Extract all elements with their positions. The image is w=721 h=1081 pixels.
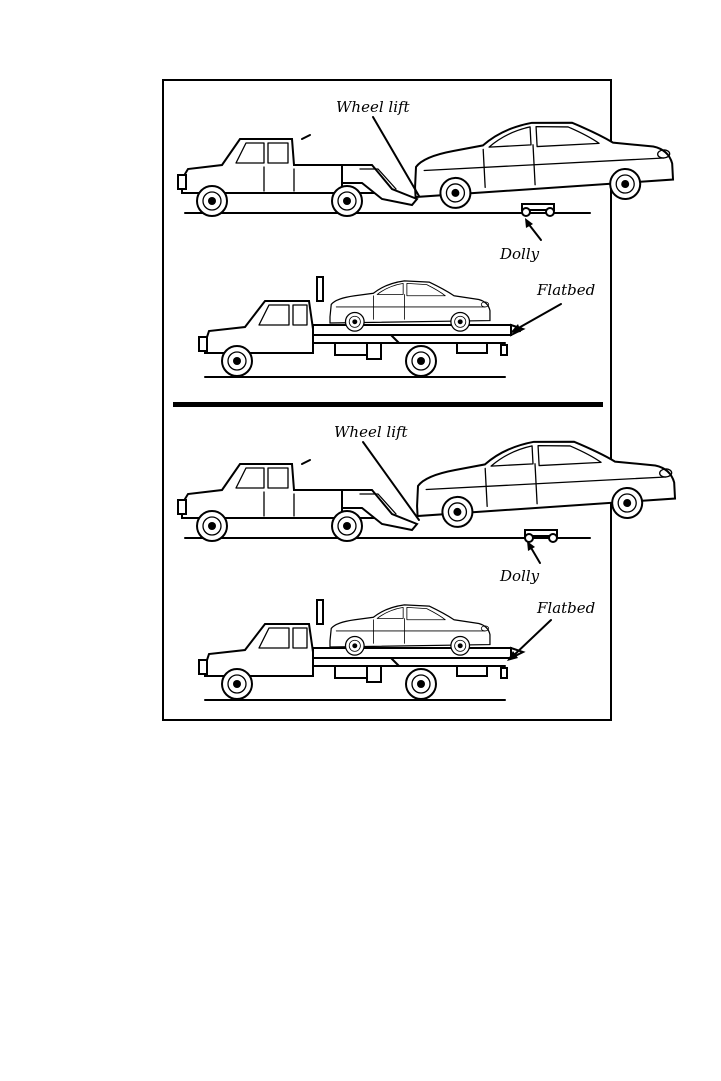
dolly-label: Dolly <box>499 567 540 585</box>
wheel-lift-truck <box>178 460 417 541</box>
panel-top: Wheel lift Dolly Flatbed <box>178 98 674 377</box>
wheel-lift-label: Wheel lift <box>334 423 409 441</box>
dolly-label: Dolly <box>499 245 540 263</box>
flatbed-label: Flatbed <box>536 281 595 299</box>
flatbed-pointer <box>512 620 551 657</box>
dolly-icon <box>525 530 557 542</box>
panel-bottom: Wheel lift Dolly Flatbed <box>178 423 676 700</box>
flatbed-label: Flatbed <box>536 599 595 617</box>
dolly-icon <box>522 204 554 216</box>
flatbed-pointer <box>515 304 561 330</box>
towed-sedan <box>412 116 674 210</box>
flatbed-sedan <box>330 281 490 331</box>
wheel-lift-truck <box>178 135 417 216</box>
towed-sedan <box>414 435 676 529</box>
wheel-lift-label: Wheel lift <box>336 98 411 116</box>
panel-divider <box>173 402 603 407</box>
